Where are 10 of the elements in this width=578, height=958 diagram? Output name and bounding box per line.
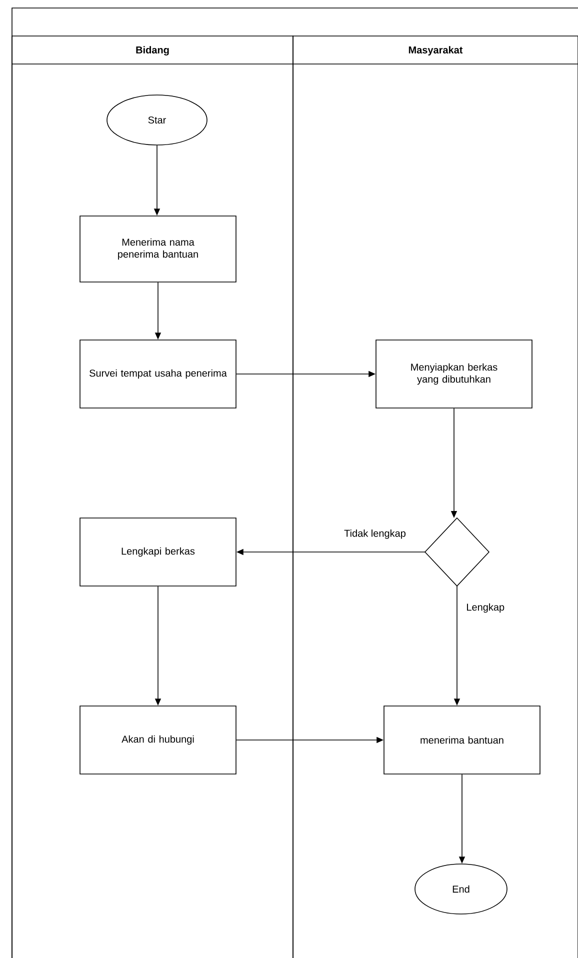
- process-box: menerima bantuan: [384, 706, 540, 774]
- edge-label: Tidak lengkap: [344, 529, 406, 539]
- terminal-oval: End: [414, 864, 508, 914]
- process-box: Lengkapi berkas: [80, 518, 236, 586]
- process-box: Akan di hubungi: [80, 706, 236, 774]
- terminal-oval: Star: [106, 94, 208, 146]
- process-box: Survei tempat usaha penerima: [80, 340, 236, 408]
- process-box: Menyiapkan berkas yang dibutuhkan: [376, 340, 532, 408]
- process-box: Menerima nama penerima bantuan: [80, 216, 236, 282]
- edge-label: Lengkap: [467, 603, 504, 613]
